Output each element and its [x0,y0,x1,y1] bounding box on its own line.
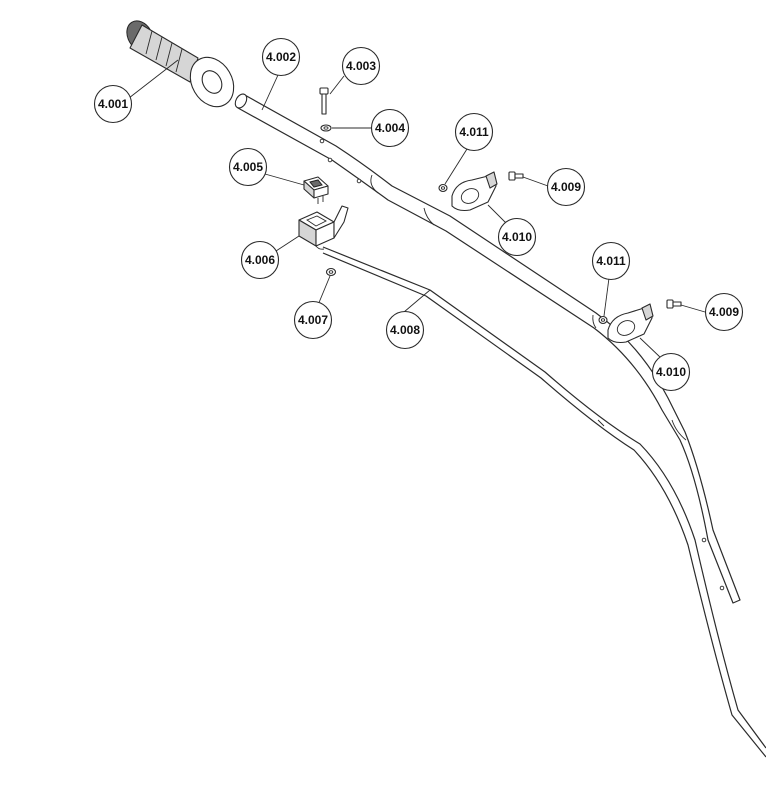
screw-upper [508,171,524,181]
callout-label: 4.007 [298,313,328,327]
callout-4004: 4.004 [370,108,410,148]
callout-label: 4.001 [98,97,128,111]
bolt [319,87,329,115]
callout-4011-upper: 4.011 [454,112,494,152]
callout-4010-upper: 4.010 [497,217,537,257]
callout-label: 4.002 [266,50,296,64]
callout-4003: 4.003 [341,46,381,86]
nut [325,267,337,277]
callout-4010-lower: 4.010 [651,352,691,392]
callout-label: 4.004 [375,121,405,135]
washer [320,124,332,132]
callout-4008: 4.008 [385,310,425,350]
callout-label: 4.011 [459,125,489,139]
callout-4005: 4.005 [228,147,268,187]
callout-label: 4.009 [709,305,739,319]
callout-4009-lower: 4.009 [704,292,744,332]
grip [126,20,235,108]
switch [303,176,329,204]
callout-label: 4.006 [245,253,275,267]
callout-label: 4.010 [502,230,532,244]
clamp-lower [607,303,654,344]
callout-4007: 4.007 [293,300,333,340]
callout-4011-lower: 4.011 [591,241,631,281]
callout-4002: 4.002 [261,37,301,77]
callout-4009-upper: 4.009 [546,167,586,207]
callout-label: 4.005 [233,160,263,174]
nut-lower [598,315,608,325]
callout-label: 4.011 [596,254,626,268]
callout-label: 4.008 [390,323,420,337]
callout-4001: 4.001 [93,84,133,124]
callout-4006: 4.006 [240,240,280,280]
callout-label: 4.010 [656,365,686,379]
nut-upper [438,183,448,193]
callout-label: 4.003 [346,59,376,73]
handlebar-tube [234,93,741,604]
callout-label: 4.009 [551,180,581,194]
cable [322,246,766,758]
clamp-upper [451,171,498,212]
switch-housing [298,205,349,250]
leader-lines [128,59,706,359]
screw-lower [666,299,682,309]
